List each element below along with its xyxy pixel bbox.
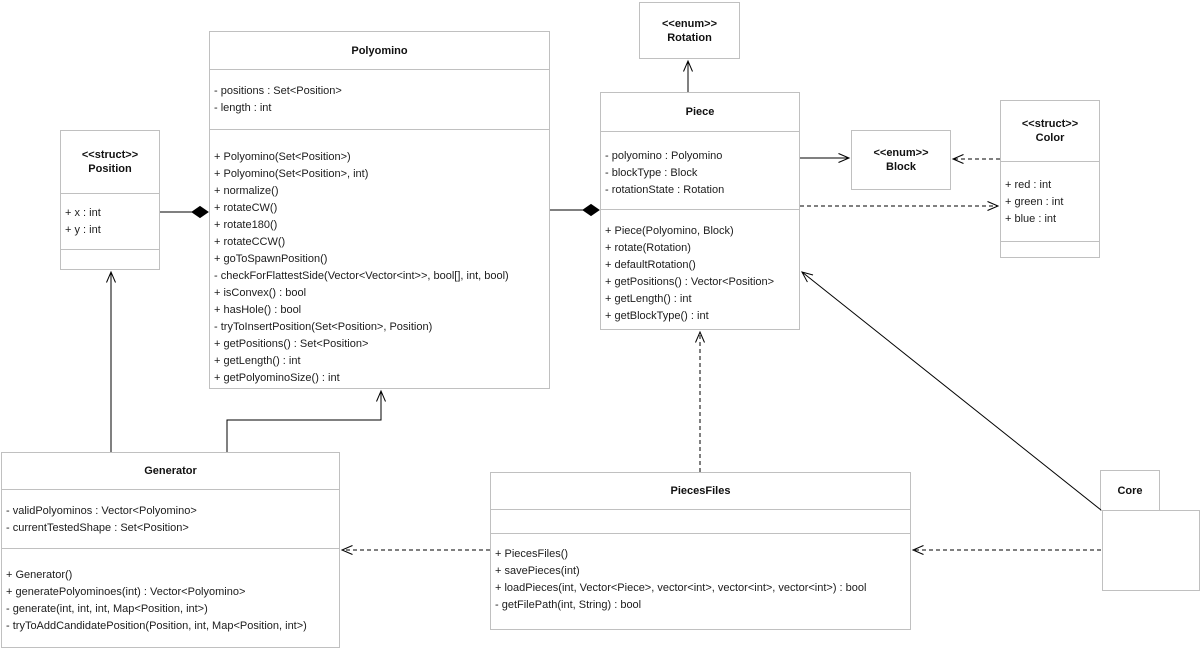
class-title: <<enum>> Block — [852, 131, 950, 189]
uml-member: - checkForFlattestSide(Vector<Vector<int… — [214, 270, 509, 282]
class-name: Piece — [685, 106, 715, 118]
attributes-section: - validPolyominos : Vector<Polyomino> - c… — [2, 489, 339, 548]
uml-member: + rotateCW() — [214, 202, 278, 214]
uml-member: + loadPieces(int, Vector<Piece>, vector<… — [495, 582, 867, 594]
class-piecesfiles[interactable]: PiecesFiles + PiecesFiles() + savePieces(… — [490, 472, 911, 630]
class-stereotype: <<enum>> — [873, 147, 929, 159]
uml-member: + getPositions() : Vector<Position> — [605, 276, 775, 288]
class-title: <<enum>> Rotation — [640, 3, 739, 58]
methods-section — [61, 249, 159, 269]
class-block[interactable]: <<enum>> Block — [851, 130, 951, 190]
class-name: Core — [1117, 484, 1143, 497]
methods-section: + Polyomino(Set<Position>) + Polyomino(Se… — [210, 129, 549, 388]
uml-member: + defaultRotation() — [605, 259, 696, 271]
uml-member: - polyomino : Polyomino — [605, 150, 723, 162]
uml-member: + isConvex() : bool — [214, 287, 307, 299]
uml-member: + getPolyominoSize() : int — [214, 372, 340, 384]
uml-member: - getFilePath(int, String) : bool — [495, 599, 642, 611]
methods-section — [1001, 241, 1099, 257]
uml-member: + x : int — [65, 207, 101, 219]
uml-member: + blue : int — [1005, 213, 1057, 225]
uml-member: - rotationState : Rotation — [605, 184, 725, 196]
class-stereotype: <<enum>> — [661, 17, 718, 30]
uml-member: + generatePolyominoes(int) : Vector<Poly… — [6, 586, 246, 598]
uml-member: - positions : Set<Position> — [214, 85, 342, 97]
uml-member: - currentTestedShape : Set<Position> — [6, 522, 189, 534]
uml-member: + normalize() — [214, 185, 279, 197]
uml-member: + rotate180() — [214, 219, 278, 231]
class-position[interactable]: <<struct>> Position + x : int + y : int — [60, 130, 160, 270]
uml-member: - tryToAddCandidatePosition(Position, in… — [6, 620, 307, 632]
class-rotation[interactable]: <<enum>> Rotation — [639, 2, 740, 59]
uml-member: + hasHole() : bool — [214, 304, 302, 316]
class-core-body[interactable] — [1102, 510, 1200, 591]
uml-member: + red : int — [1005, 179, 1052, 191]
class-stereotype: <<struct>> — [1021, 118, 1079, 130]
class-title: <<struct>> Color — [1001, 101, 1099, 161]
class-piece[interactable]: Piece - polyomino : Polyomino - blockType… — [600, 92, 800, 330]
uml-member: + getPositions() : Set<Position> — [214, 338, 369, 350]
methods-section: + Piece(Polyomino, Block) + rotate(Rotati… — [601, 209, 799, 329]
uml-member: + rotateCCW() — [214, 236, 286, 248]
class-name: Position — [88, 163, 132, 175]
class-color[interactable]: <<struct>> Color + red : int + green : in… — [1000, 100, 1100, 258]
uml-member: + Polyomino(Set<Position>, int) — [214, 168, 369, 180]
class-generator[interactable]: Generator - validPolyominos : Vector<Pol… — [1, 452, 340, 648]
class-title: Polyomino — [210, 32, 549, 69]
uml-member: - blockType : Block — [605, 167, 698, 179]
uml-member: + PiecesFiles() — [495, 548, 569, 560]
attributes-section: + red : int + green : int + blue : int — [1001, 161, 1099, 241]
attributes-section: + x : int + y : int — [61, 193, 159, 249]
class-name: Color — [1035, 132, 1065, 144]
class-title: PiecesFiles — [491, 473, 910, 509]
class-title: Core — [1101, 471, 1159, 510]
uml-member: + savePieces(int) — [495, 565, 580, 577]
uml-member: + goToSpawnPosition() — [214, 253, 328, 265]
uml-member: + y : int — [65, 224, 101, 236]
uml-member: - tryToInsertPosition(Set<Position>, Pos… — [214, 321, 433, 333]
relation-generator-to-polyomino — [226, 389, 386, 452]
class-title: Piece — [601, 93, 799, 131]
methods-section: + Generator() + generatePolyominoes(int) … — [2, 548, 339, 647]
class-stereotype: <<struct>> — [81, 149, 139, 161]
attributes-section — [491, 509, 910, 533]
class-core[interactable]: Core — [1100, 470, 1160, 511]
uml-member: - validPolyominos : Vector<Polyomino> — [6, 505, 197, 517]
class-title: Generator — [2, 453, 339, 489]
class-name: Generator — [144, 465, 197, 477]
attributes-section: - polyomino : Polyomino - blockType : Blo… — [601, 131, 799, 209]
class-name: Rotation — [667, 31, 712, 44]
uml-member: + green : int — [1005, 196, 1064, 208]
class-polyomino[interactable]: Polyomino - positions : Set<Position> - l… — [209, 31, 550, 389]
uml-member: + Polyomino(Set<Position>) — [214, 151, 351, 163]
attributes-section: - positions : Set<Position> - length : in… — [210, 69, 549, 129]
uml-member: - length : int — [214, 102, 272, 114]
uml-member: + getLength() : int — [214, 355, 301, 367]
uml-member: + rotate(Rotation) — [605, 242, 691, 254]
uml-member: + Piece(Polyomino, Block) — [605, 225, 734, 237]
class-name: Block — [886, 161, 916, 173]
uml-member: + getLength() : int — [605, 293, 692, 305]
class-title: <<struct>> Position — [61, 131, 159, 193]
uml-member: + Generator() — [6, 569, 73, 581]
class-name: PiecesFiles — [670, 485, 731, 497]
class-name: Polyomino — [351, 44, 408, 57]
uml-member: - generate(int, int, int, Map<Position, … — [6, 603, 208, 615]
uml-member: + getBlockType() : int — [605, 310, 709, 322]
methods-section: + PiecesFiles() + savePieces(int) + loadPi… — [491, 533, 910, 629]
